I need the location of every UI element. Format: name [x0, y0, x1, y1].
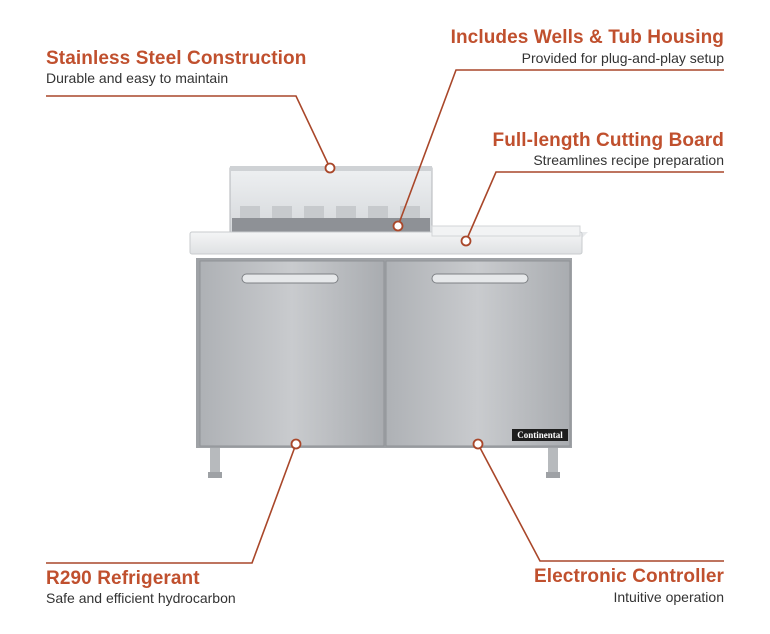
brand-badge: Continental — [517, 430, 563, 440]
callout-dot-cutting-board — [460, 235, 472, 247]
brand-badge-bg — [512, 429, 568, 441]
left-door — [199, 260, 385, 447]
callout-line-cutting-board — [465, 171, 724, 242]
callout-dot-controller — [472, 438, 484, 450]
callout-lines — [46, 69, 724, 564]
callout-dot-refrigerant — [290, 438, 302, 450]
callout-line-refrigerant — [46, 443, 297, 564]
callout-dots — [290, 162, 484, 450]
left-leg-foot — [208, 472, 222, 478]
refrigerant-subtitle: Safe and efficient hydrocarbon — [46, 590, 236, 606]
left-door-handle — [241, 273, 339, 284]
left-leg — [210, 448, 220, 478]
wells-title: Includes Wells & Tub Housing — [450, 27, 724, 48]
right-leg-foot — [546, 472, 560, 478]
cutting-board-title: Full-length Cutting Board — [492, 130, 724, 151]
prep-wells — [232, 218, 430, 232]
callout-dot-wells — [392, 220, 404, 232]
stainless-subtitle: Durable and easy to maintain — [46, 70, 229, 86]
callout-dot-stainless — [324, 162, 336, 174]
right-leg — [548, 448, 558, 478]
right-door — [385, 260, 571, 447]
top-right-board — [431, 225, 581, 237]
cutting-board-subtitle: Streamlines recipe preparation — [533, 152, 724, 168]
callout-line-controller — [477, 443, 724, 562]
stainless-title: Stainless Steel Construction — [46, 48, 307, 69]
callout-line-wells — [397, 69, 724, 227]
cutting-board — [189, 231, 583, 255]
right-door-handle — [431, 273, 529, 284]
callout-line-stainless — [46, 95, 331, 169]
refrigerant-title: R290 Refrigerant — [46, 568, 200, 589]
controller-subtitle: Intuitive operation — [613, 589, 724, 605]
wells-subtitle: Provided for plug-and-play setup — [521, 50, 724, 66]
controller-title: Electronic Controller — [533, 566, 724, 587]
